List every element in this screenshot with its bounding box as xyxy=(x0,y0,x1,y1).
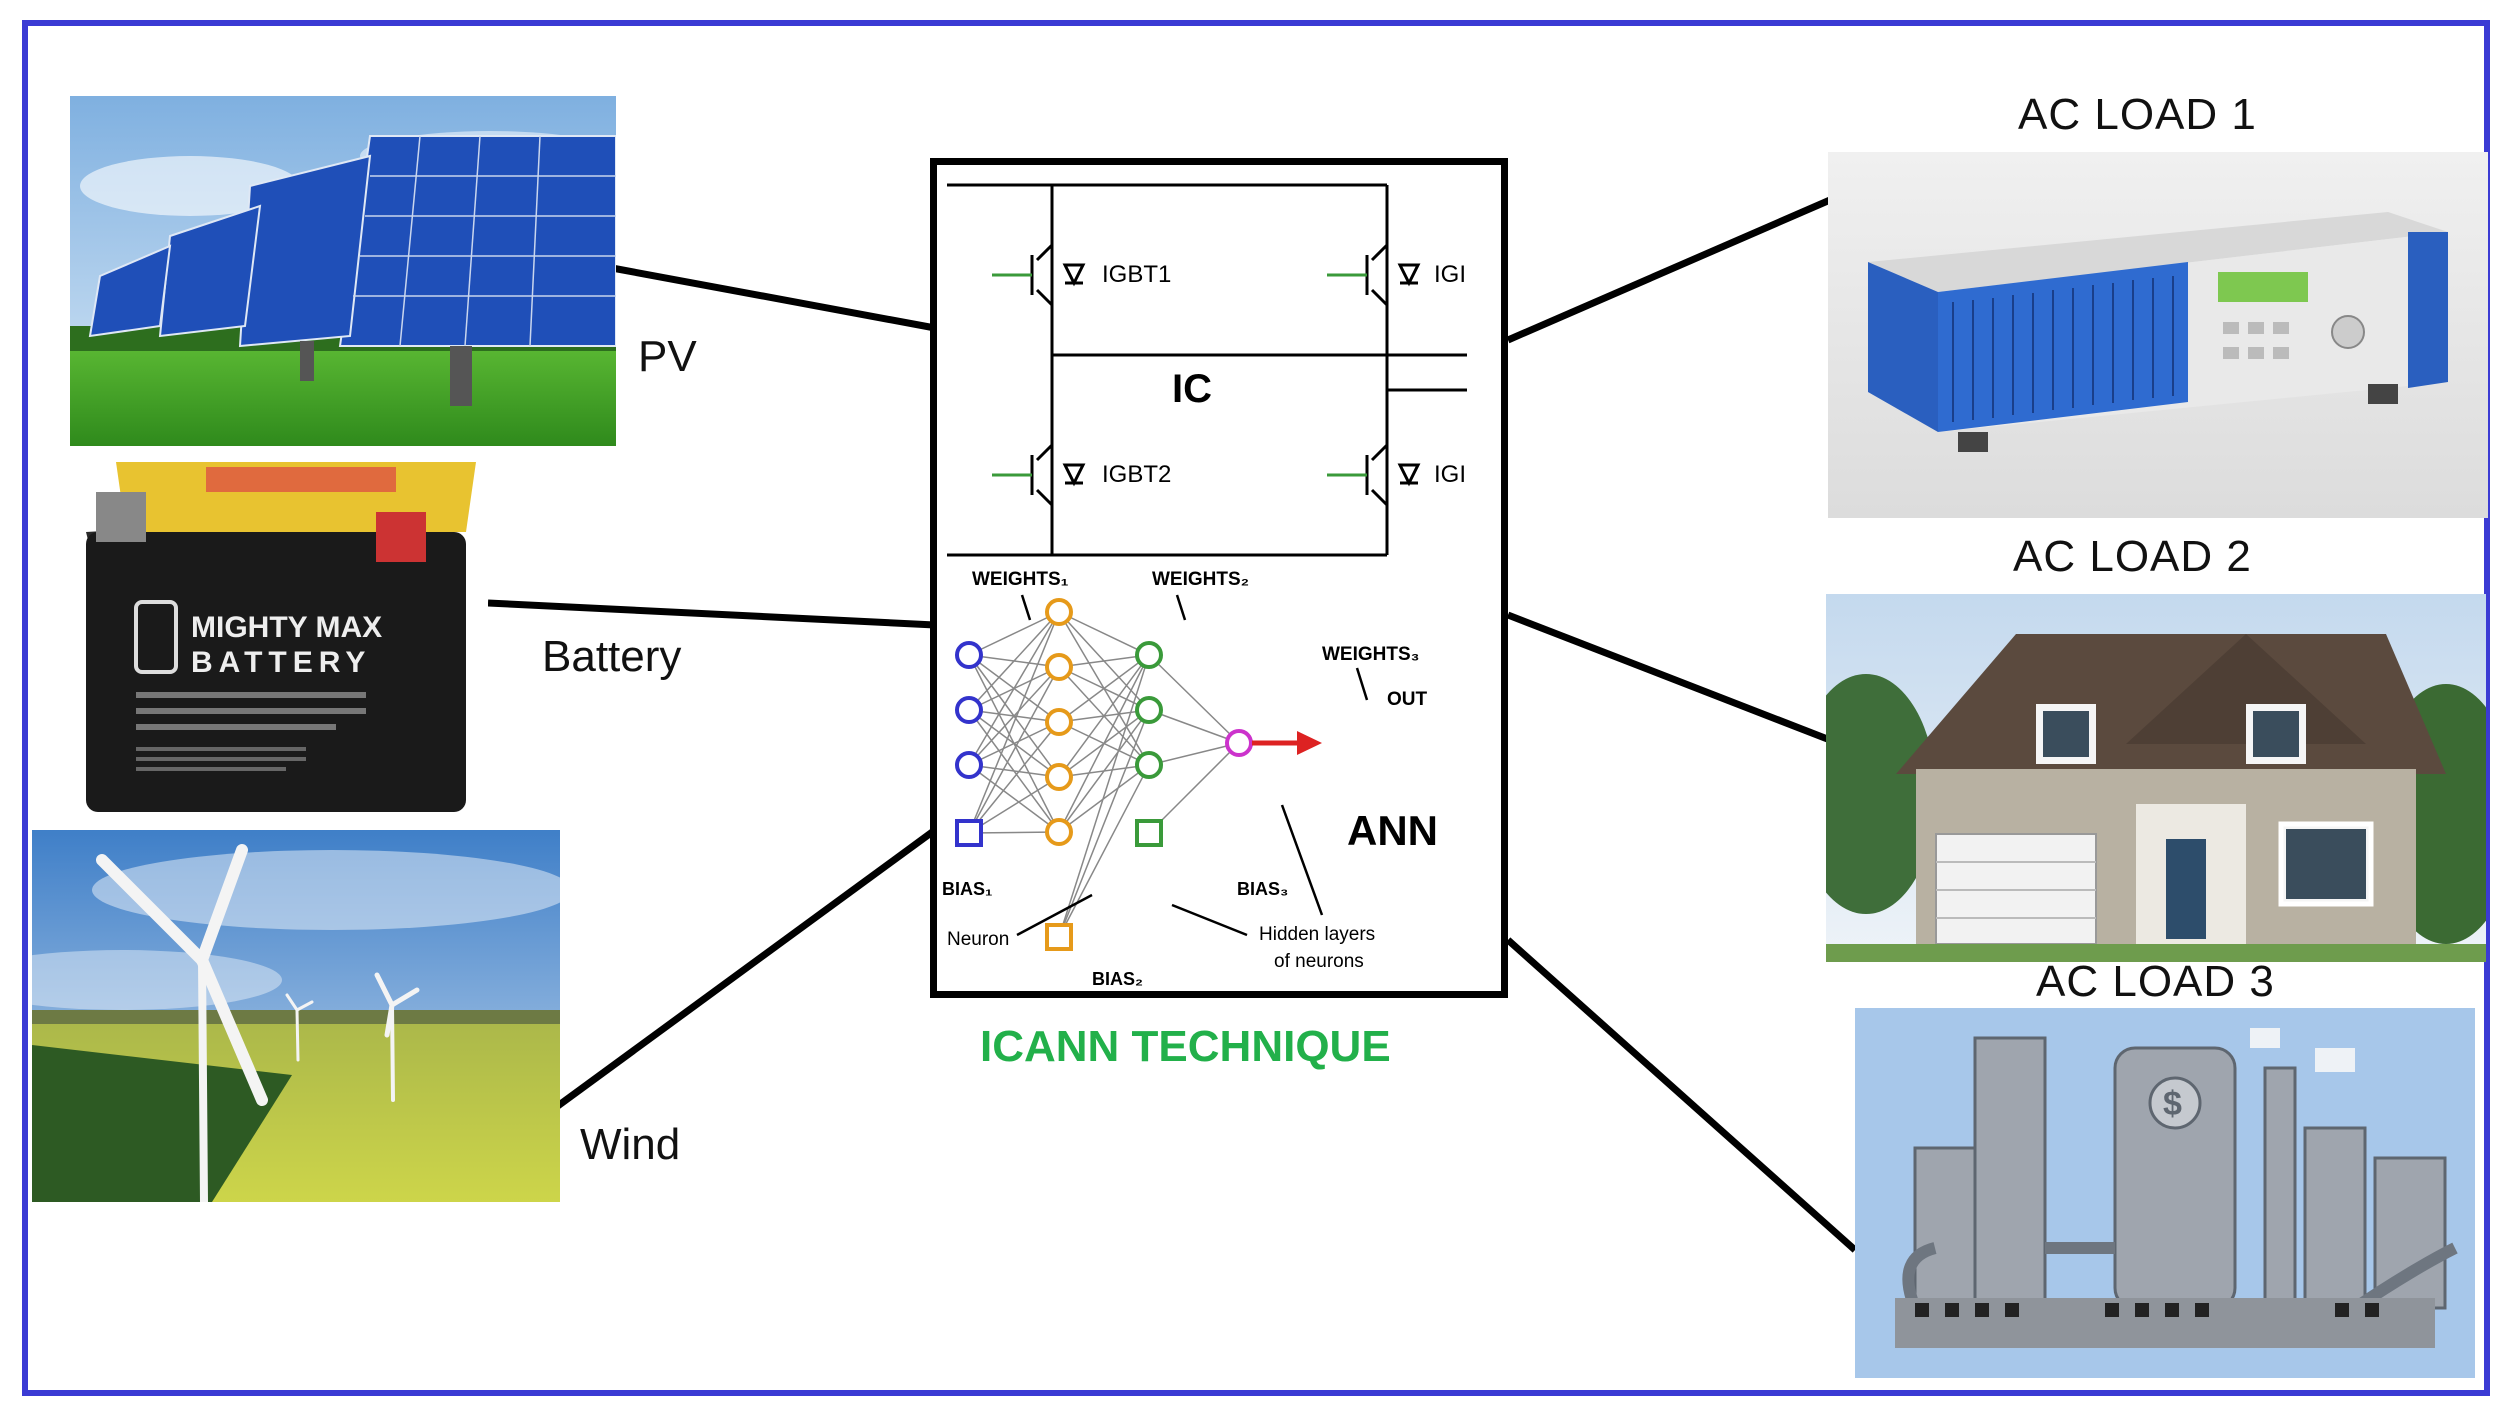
ann-edge xyxy=(968,666,1060,766)
igbt-switch xyxy=(992,243,1086,307)
ac-load-1-label: AC LOAD 1 xyxy=(2018,90,2257,139)
bias1-node xyxy=(955,819,983,847)
output-layer-neuron xyxy=(1135,641,1163,669)
wind-turbine-image xyxy=(32,830,560,1202)
hidden-neuron xyxy=(1045,598,1073,626)
ann-edge xyxy=(968,611,1060,711)
input-neuron xyxy=(955,641,983,669)
output-layer-neuron xyxy=(1135,751,1163,779)
ann-edge xyxy=(968,611,1060,766)
ac-load-3-label: AC LOAD 3 xyxy=(2036,957,2275,1006)
ann-edge xyxy=(1058,654,1150,723)
icann-technique-caption: ICANN TECHNIQUE xyxy=(980,1022,1391,1071)
ann-edge xyxy=(1058,654,1150,778)
weights1-label: WEIGHTS₁ xyxy=(972,569,1069,590)
igbt-switch xyxy=(992,443,1086,507)
battery-image: MIGHTY MAX BATTERY xyxy=(66,452,488,822)
hidden-neuron xyxy=(1045,763,1073,791)
ann-edge xyxy=(1058,709,1150,833)
battery-label: Battery xyxy=(542,632,682,681)
hidden-neuron xyxy=(1045,653,1073,681)
annotation-arrows xyxy=(1016,594,1369,937)
ann-edge xyxy=(1058,764,1150,938)
igbt1-label: IGBT1 xyxy=(1102,261,1171,288)
input-neuron xyxy=(955,696,983,724)
ac-load-3-image: $ xyxy=(1855,1008,2475,1378)
out-label: OUT xyxy=(1387,689,1428,710)
ann-edge xyxy=(1058,654,1150,833)
bias2-node xyxy=(1045,923,1073,951)
neuron-label: Neuron xyxy=(947,929,1009,950)
ann-edge xyxy=(1148,709,1240,744)
input-neuron xyxy=(955,751,983,779)
battery-brand-text: MIGHTY MAX xyxy=(191,611,382,644)
bias3-label: BIAS₃ xyxy=(1237,879,1288,899)
bias2-label: BIAS₂ xyxy=(1092,969,1143,989)
weights3-label: WEIGHTS₃ xyxy=(1322,644,1419,665)
ann-edge xyxy=(968,611,1060,656)
ac-load-2-image xyxy=(1826,594,2486,962)
ann-edge xyxy=(968,721,1060,766)
ann-edge xyxy=(1148,742,1240,766)
output-arrow-icon xyxy=(1252,731,1322,755)
igbt2-label: IGBT2 xyxy=(1102,461,1171,488)
ann-edge xyxy=(968,764,1060,833)
bias1-label: BIAS₁ xyxy=(942,879,992,899)
hidden-neuron xyxy=(1045,818,1073,846)
weights2-label: WEIGHTS₂ xyxy=(1152,569,1249,590)
ann-edge xyxy=(1148,742,1240,834)
ic-label: IC xyxy=(1172,367,1212,411)
bias3-node xyxy=(1135,819,1163,847)
ann-edge xyxy=(968,611,1060,834)
igbt-switch xyxy=(1327,243,1421,307)
ann-edge xyxy=(1148,654,1240,744)
ann-edge xyxy=(1058,764,1150,833)
ann-edge xyxy=(1058,611,1150,656)
pv-label: PV xyxy=(638,332,697,381)
ann-edge xyxy=(968,764,1060,778)
ann-edge xyxy=(1058,654,1150,938)
ann-connections xyxy=(968,611,1240,938)
ann-edge xyxy=(968,776,1060,834)
hidden-neuron xyxy=(1045,708,1073,736)
ann-edge xyxy=(968,831,1060,834)
ann-edge xyxy=(968,666,1060,834)
ac-load-2-label: AC LOAD 2 xyxy=(2013,532,2252,581)
battery-brand-text-2: BATTERY xyxy=(191,646,371,679)
svg-text:$: $ xyxy=(2163,1085,2182,1123)
ann-edge xyxy=(1058,654,1150,668)
hidden-layers-label: Hidden layers xyxy=(1259,924,1375,945)
ic-ann-schematic: IGBT1 IGBT2 IGI IGI IC WEIGHTS₁ WEIGHTS₂… xyxy=(942,183,1467,989)
outer-frame xyxy=(22,20,2490,1396)
igbt-switch xyxy=(1327,443,1421,507)
ann-edge xyxy=(1058,709,1150,938)
ac-load-1-image xyxy=(1828,152,2488,518)
ann-edge xyxy=(968,721,1060,834)
hidden-layers-label-2: of neurons xyxy=(1274,951,1364,972)
pv-solar-image xyxy=(70,96,616,446)
igbt4-label: IGI xyxy=(1434,461,1466,488)
ann-neurons xyxy=(955,598,1253,951)
icann-block: IGBT1 IGBT2 IGI IGI IC WEIGHTS₁ WEIGHTS₂… xyxy=(930,158,1508,998)
out-neuron xyxy=(1225,729,1253,757)
output-layer-neuron xyxy=(1135,696,1163,724)
ann-label: ANN xyxy=(1347,807,1438,854)
igbt3-label: IGI xyxy=(1434,261,1466,288)
wind-label: Wind xyxy=(580,1120,681,1169)
